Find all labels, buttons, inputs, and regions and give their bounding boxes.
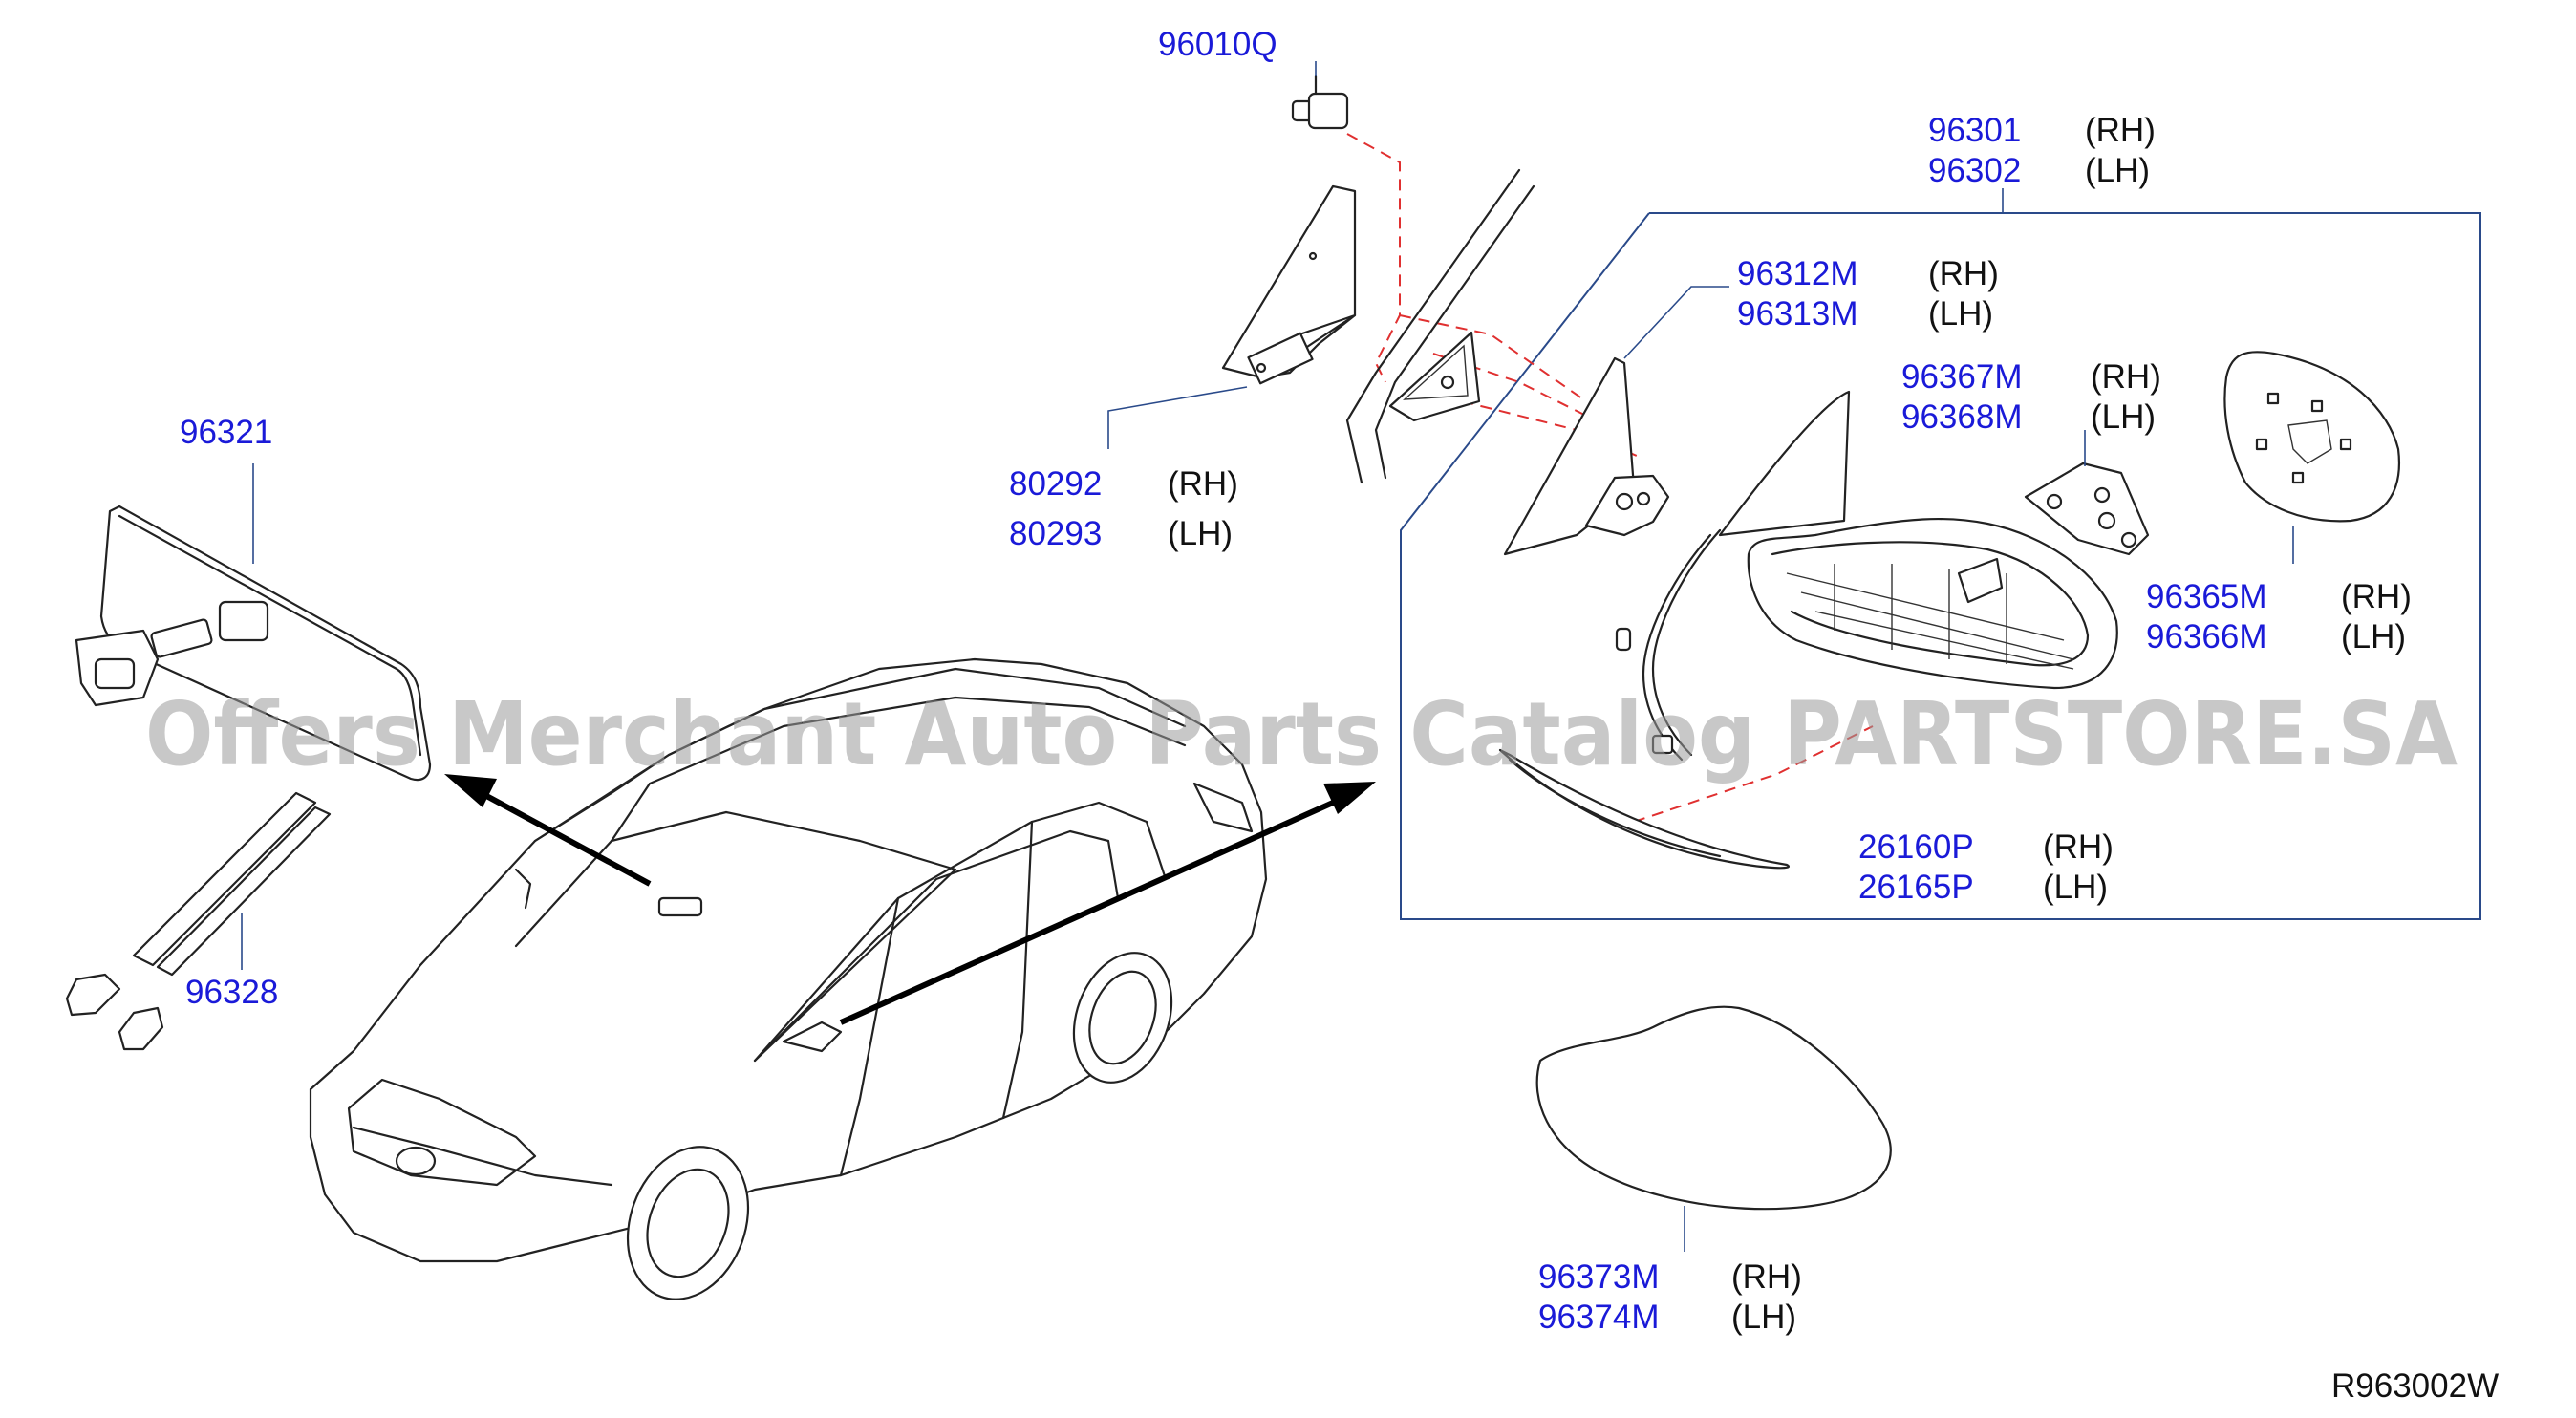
clip-96010Q-part	[1291, 61, 1349, 130]
diagram-reference: R963002W	[2331, 1367, 2499, 1405]
part-number-lh: 80293	[1009, 515, 1102, 552]
callout-96321: 96321	[180, 414, 272, 451]
side-lh: (LH)	[2043, 869, 2108, 906]
part-number-lh: 96368M	[1901, 398, 2022, 436]
side-rh: (RH)	[1168, 465, 1238, 503]
callout-96301: 96301 (RH) 96302 (LH)	[1928, 112, 2156, 189]
side-lh: (LH)	[2085, 152, 2150, 189]
mirror-base-96312M-part	[1503, 286, 1729, 556]
door-frame-part	[1345, 168, 1535, 484]
part-number-lh: 96366M	[2146, 618, 2266, 655]
part-number-lh: 26165P	[1858, 869, 1974, 906]
watermark-text: Offers Merchant Auto Parts Catalog PARTS…	[145, 683, 2458, 785]
sedan-illustration	[309, 657, 1268, 1300]
part-number-lh: 96313M	[1737, 295, 1857, 333]
side-lh: (LH)	[1168, 515, 1233, 552]
mirror-glass-96365M-part	[2223, 351, 2400, 564]
cover-96328-part	[65, 791, 332, 1051]
trim-26160P-part	[1498, 748, 1790, 870]
callout-96010Q: 96010Q	[1158, 26, 1277, 63]
inside-mirror-96321-part	[75, 463, 432, 782]
corner-finisher-80292-part	[1107, 184, 1357, 449]
part-number-rh: 96373M	[1538, 1258, 1659, 1296]
side-lh: (LH)	[1731, 1299, 1796, 1336]
side-rh: (RH)	[2043, 828, 2114, 866]
part-number: 96321	[180, 414, 272, 451]
part-number-lh: 96374M	[1538, 1299, 1659, 1336]
part-number-rh: 96367M	[1901, 358, 2022, 396]
part-number-rh: 96312M	[1737, 255, 1857, 292]
cover-96373M-part	[1535, 1005, 1892, 1252]
part-number: 96010Q	[1158, 26, 1277, 63]
part-number-lh: 96302	[1928, 152, 2021, 189]
part-number-rh: 96301	[1928, 112, 2021, 149]
callout-96328: 96328	[185, 974, 278, 1011]
side-rh: (RH)	[1731, 1258, 1802, 1296]
callout-96365M: 96365M (RH) 96366M (LH)	[2146, 578, 2412, 655]
side-lh: (LH)	[2341, 618, 2406, 655]
side-rh: (RH)	[2341, 578, 2412, 615]
callout-96373M: 96373M (RH) 96374M (LH)	[1538, 1258, 1802, 1336]
callout-80292: 80292 (RH) 80293 (LH)	[1009, 465, 1238, 552]
part-number-rh: 96365M	[2146, 578, 2266, 615]
mirror-housing-part	[1615, 390, 2118, 762]
side-lh: (LH)	[2091, 398, 2156, 436]
callout-96367M: 96367M (RH) 96368M (LH)	[1901, 358, 2161, 436]
side-rh: (RH)	[2091, 358, 2161, 396]
locator-arrows	[444, 774, 1376, 1025]
part-number-rh: 80292	[1009, 465, 1102, 503]
callout-96312M: 96312M (RH) 96313M (LH)	[1737, 255, 1999, 333]
part-number: 96328	[185, 974, 278, 1011]
part-number-rh: 26160P	[1858, 828, 1974, 866]
mirror-assembly-box	[1400, 212, 2481, 920]
side-rh: (RH)	[1928, 255, 1999, 292]
side-rh: (RH)	[2085, 112, 2156, 149]
callout-26160P: 26160P (RH) 26165P (LH)	[1858, 828, 2114, 906]
holder-96367M-part	[2024, 430, 2150, 556]
side-lh: (LH)	[1928, 295, 1993, 333]
